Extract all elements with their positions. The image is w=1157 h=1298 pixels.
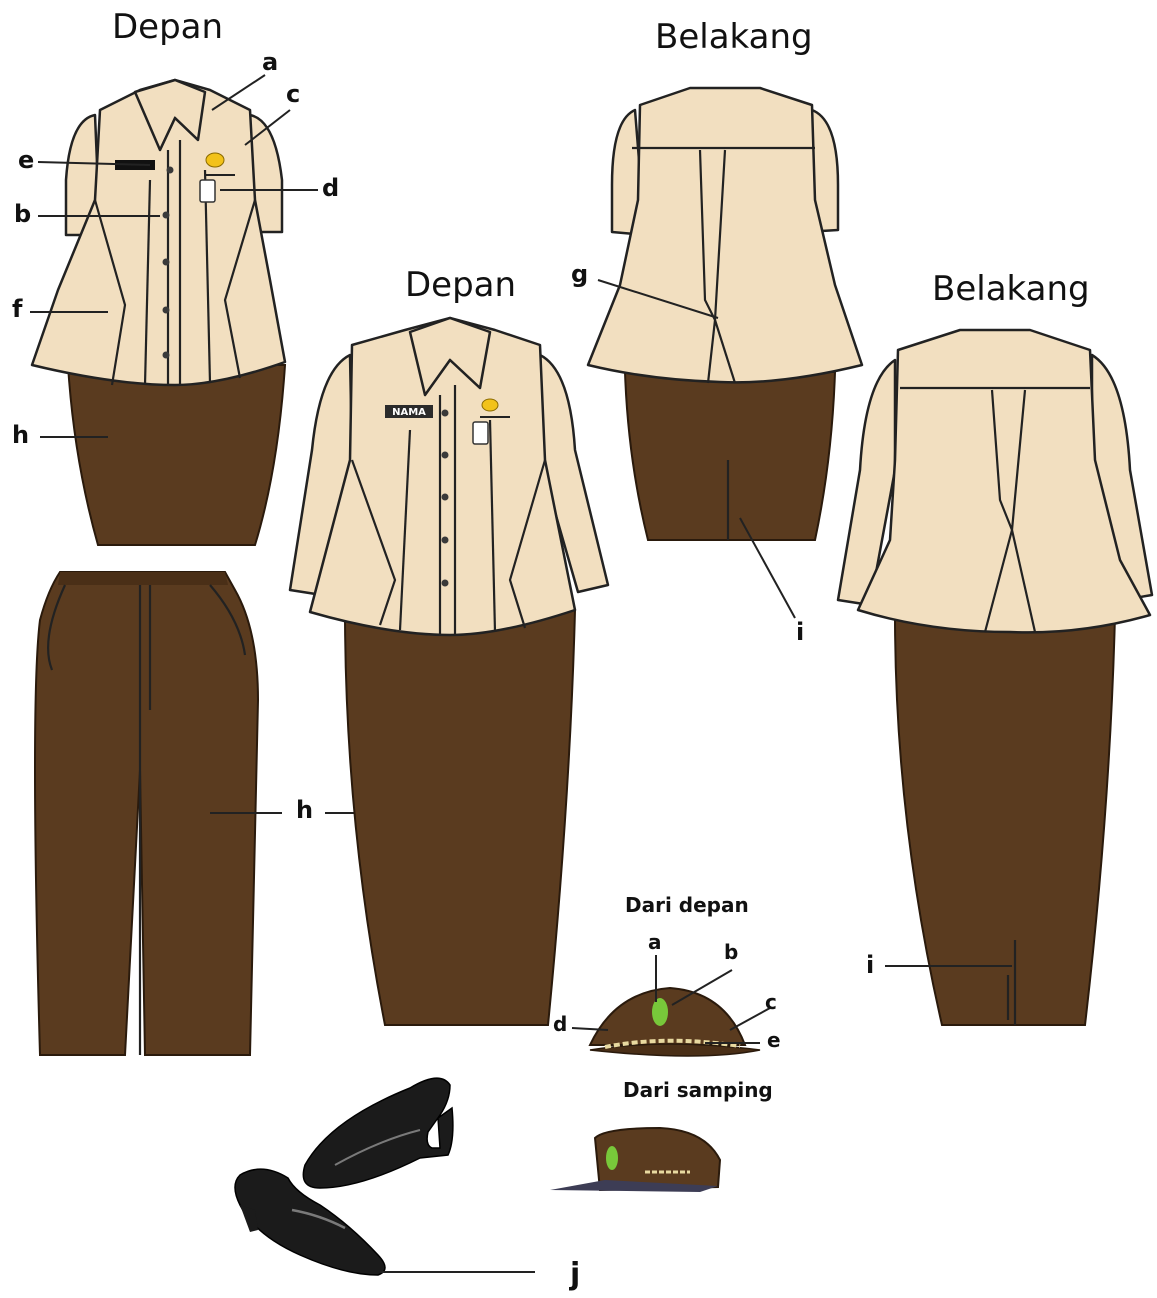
hat-label-e: e: [767, 1030, 781, 1050]
shoes: [235, 1078, 535, 1275]
name-tag-text: NAMA: [392, 407, 426, 418]
label-e: e: [18, 148, 34, 172]
label-h-top: h: [12, 423, 29, 447]
label-c: c: [286, 82, 300, 106]
hat-emblem-side-icon: [606, 1146, 618, 1170]
id-card-icon: [473, 422, 488, 444]
long-sleeve-shirt-back: [838, 330, 1152, 1025]
label-j: j: [570, 1260, 580, 1290]
long-skirt-front: [345, 610, 575, 1025]
label-d: d: [322, 176, 339, 200]
hat-label-d: d: [553, 1014, 567, 1034]
label-h-pants: h: [296, 798, 313, 822]
label-b: b: [14, 202, 31, 226]
hat-label-a: a: [648, 932, 662, 952]
hat-side: [550, 1128, 720, 1192]
trousers: [35, 572, 395, 1055]
short-skirt-back: [625, 372, 835, 540]
hat-side-caption: Dari samping: [623, 1080, 773, 1100]
id-card-icon: [200, 180, 215, 202]
long-sleeve-shirt-front: NAMA: [290, 318, 608, 1025]
short-skirt-front: [68, 365, 285, 545]
badge-icon: [482, 399, 498, 411]
short-sleeve-shirt-back: [588, 88, 862, 618]
long-skirt-back: [895, 615, 1115, 1025]
label-a: a: [262, 50, 278, 74]
label-f: f: [12, 297, 22, 321]
label-i-back-long: i: [866, 953, 874, 977]
hat-front: [572, 955, 770, 1056]
badge-icon: [206, 153, 224, 167]
hat-emblem-icon: [652, 998, 668, 1026]
short-sleeve-shirt-front: [30, 75, 318, 545]
hat-front-caption: Dari depan: [625, 895, 749, 915]
label-g: g: [571, 262, 588, 286]
hat-label-c: c: [765, 992, 777, 1012]
hat-label-b: b: [724, 942, 738, 962]
label-i-back-short: i: [796, 620, 804, 644]
